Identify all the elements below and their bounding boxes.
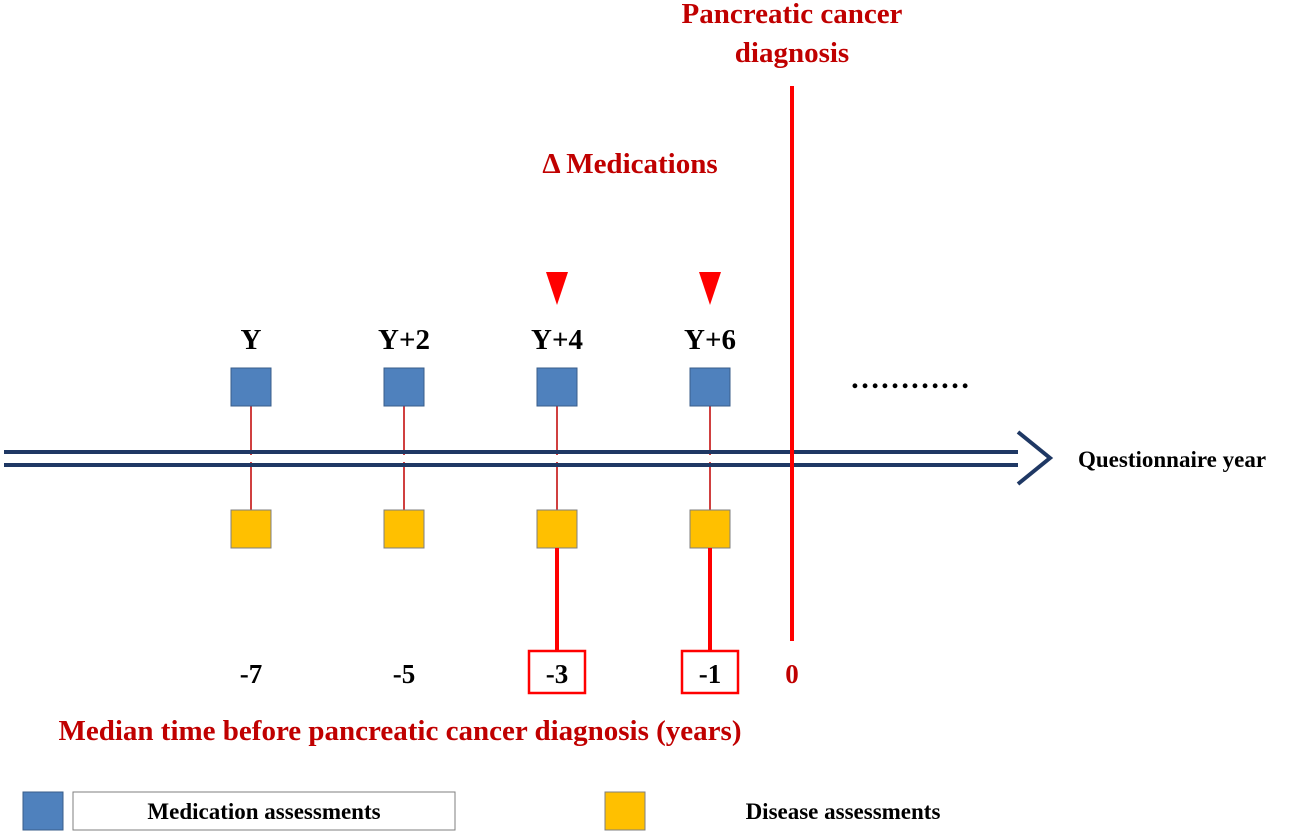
legend-medication-box xyxy=(72,791,456,831)
diagnosis-time-zero: 0 xyxy=(785,659,799,689)
questionnaire-year-label-item: Y xyxy=(241,324,262,356)
questionnaire-year-label: Questionnaire year xyxy=(1078,447,1266,472)
timepoint-1: Y+2 -5 xyxy=(378,324,430,689)
legend-disease-label: Disease assessments xyxy=(746,799,941,824)
timeline-arrow xyxy=(4,430,1054,486)
questionnaire-year-label-item: Y+2 xyxy=(378,324,430,356)
continuation-dots: ………… xyxy=(850,362,970,395)
delta-medications-label: Δ Medications xyxy=(542,148,717,180)
delta-marker-icon xyxy=(699,272,721,305)
highlight-time-box xyxy=(527,649,587,695)
legend-medication-swatch xyxy=(22,791,64,831)
time-before-diagnosis-label: -1 xyxy=(699,659,722,689)
time-before-diagnosis-label: -5 xyxy=(393,659,416,689)
disease-assessment-box xyxy=(383,509,425,549)
diagnosis-title-line2: diagnosis xyxy=(735,37,849,69)
time-before-diagnosis-label: -3 xyxy=(546,659,569,689)
disease-assessment-box xyxy=(230,509,272,549)
time-axis-title: Median time before pancreatic cancer dia… xyxy=(59,715,742,747)
timepoint-groups: Y -7 Y+2 -5 Y+4 -3 Y+6 -1 xyxy=(230,272,740,695)
delta-marker-icon xyxy=(546,272,568,305)
timepoint-3: Y+6 -1 xyxy=(680,272,740,695)
legend-medication-label: Medication assessments xyxy=(147,799,380,824)
questionnaire-year-label-item: Y+4 xyxy=(531,324,583,356)
legend: Medication assessments Disease assessmen… xyxy=(22,791,941,831)
medication-assessment-box xyxy=(689,367,731,407)
medication-assessment-box xyxy=(383,367,425,407)
diagnosis-title-line1: Pancreatic cancer xyxy=(682,0,903,30)
medication-assessment-box xyxy=(230,367,272,407)
timepoint-0: Y -7 xyxy=(230,324,272,689)
disease-assessment-box xyxy=(536,509,578,549)
disease-assessment-box xyxy=(689,509,731,549)
timepoint-2: Y+4 -3 xyxy=(527,272,587,695)
arrow-head-icon xyxy=(1016,430,1054,486)
questionnaire-year-label-item: Y+6 xyxy=(684,324,736,356)
highlight-time-box xyxy=(680,649,740,695)
time-before-diagnosis-label: -7 xyxy=(240,659,263,689)
medication-assessment-box xyxy=(536,367,578,407)
legend-disease-swatch xyxy=(604,791,646,831)
